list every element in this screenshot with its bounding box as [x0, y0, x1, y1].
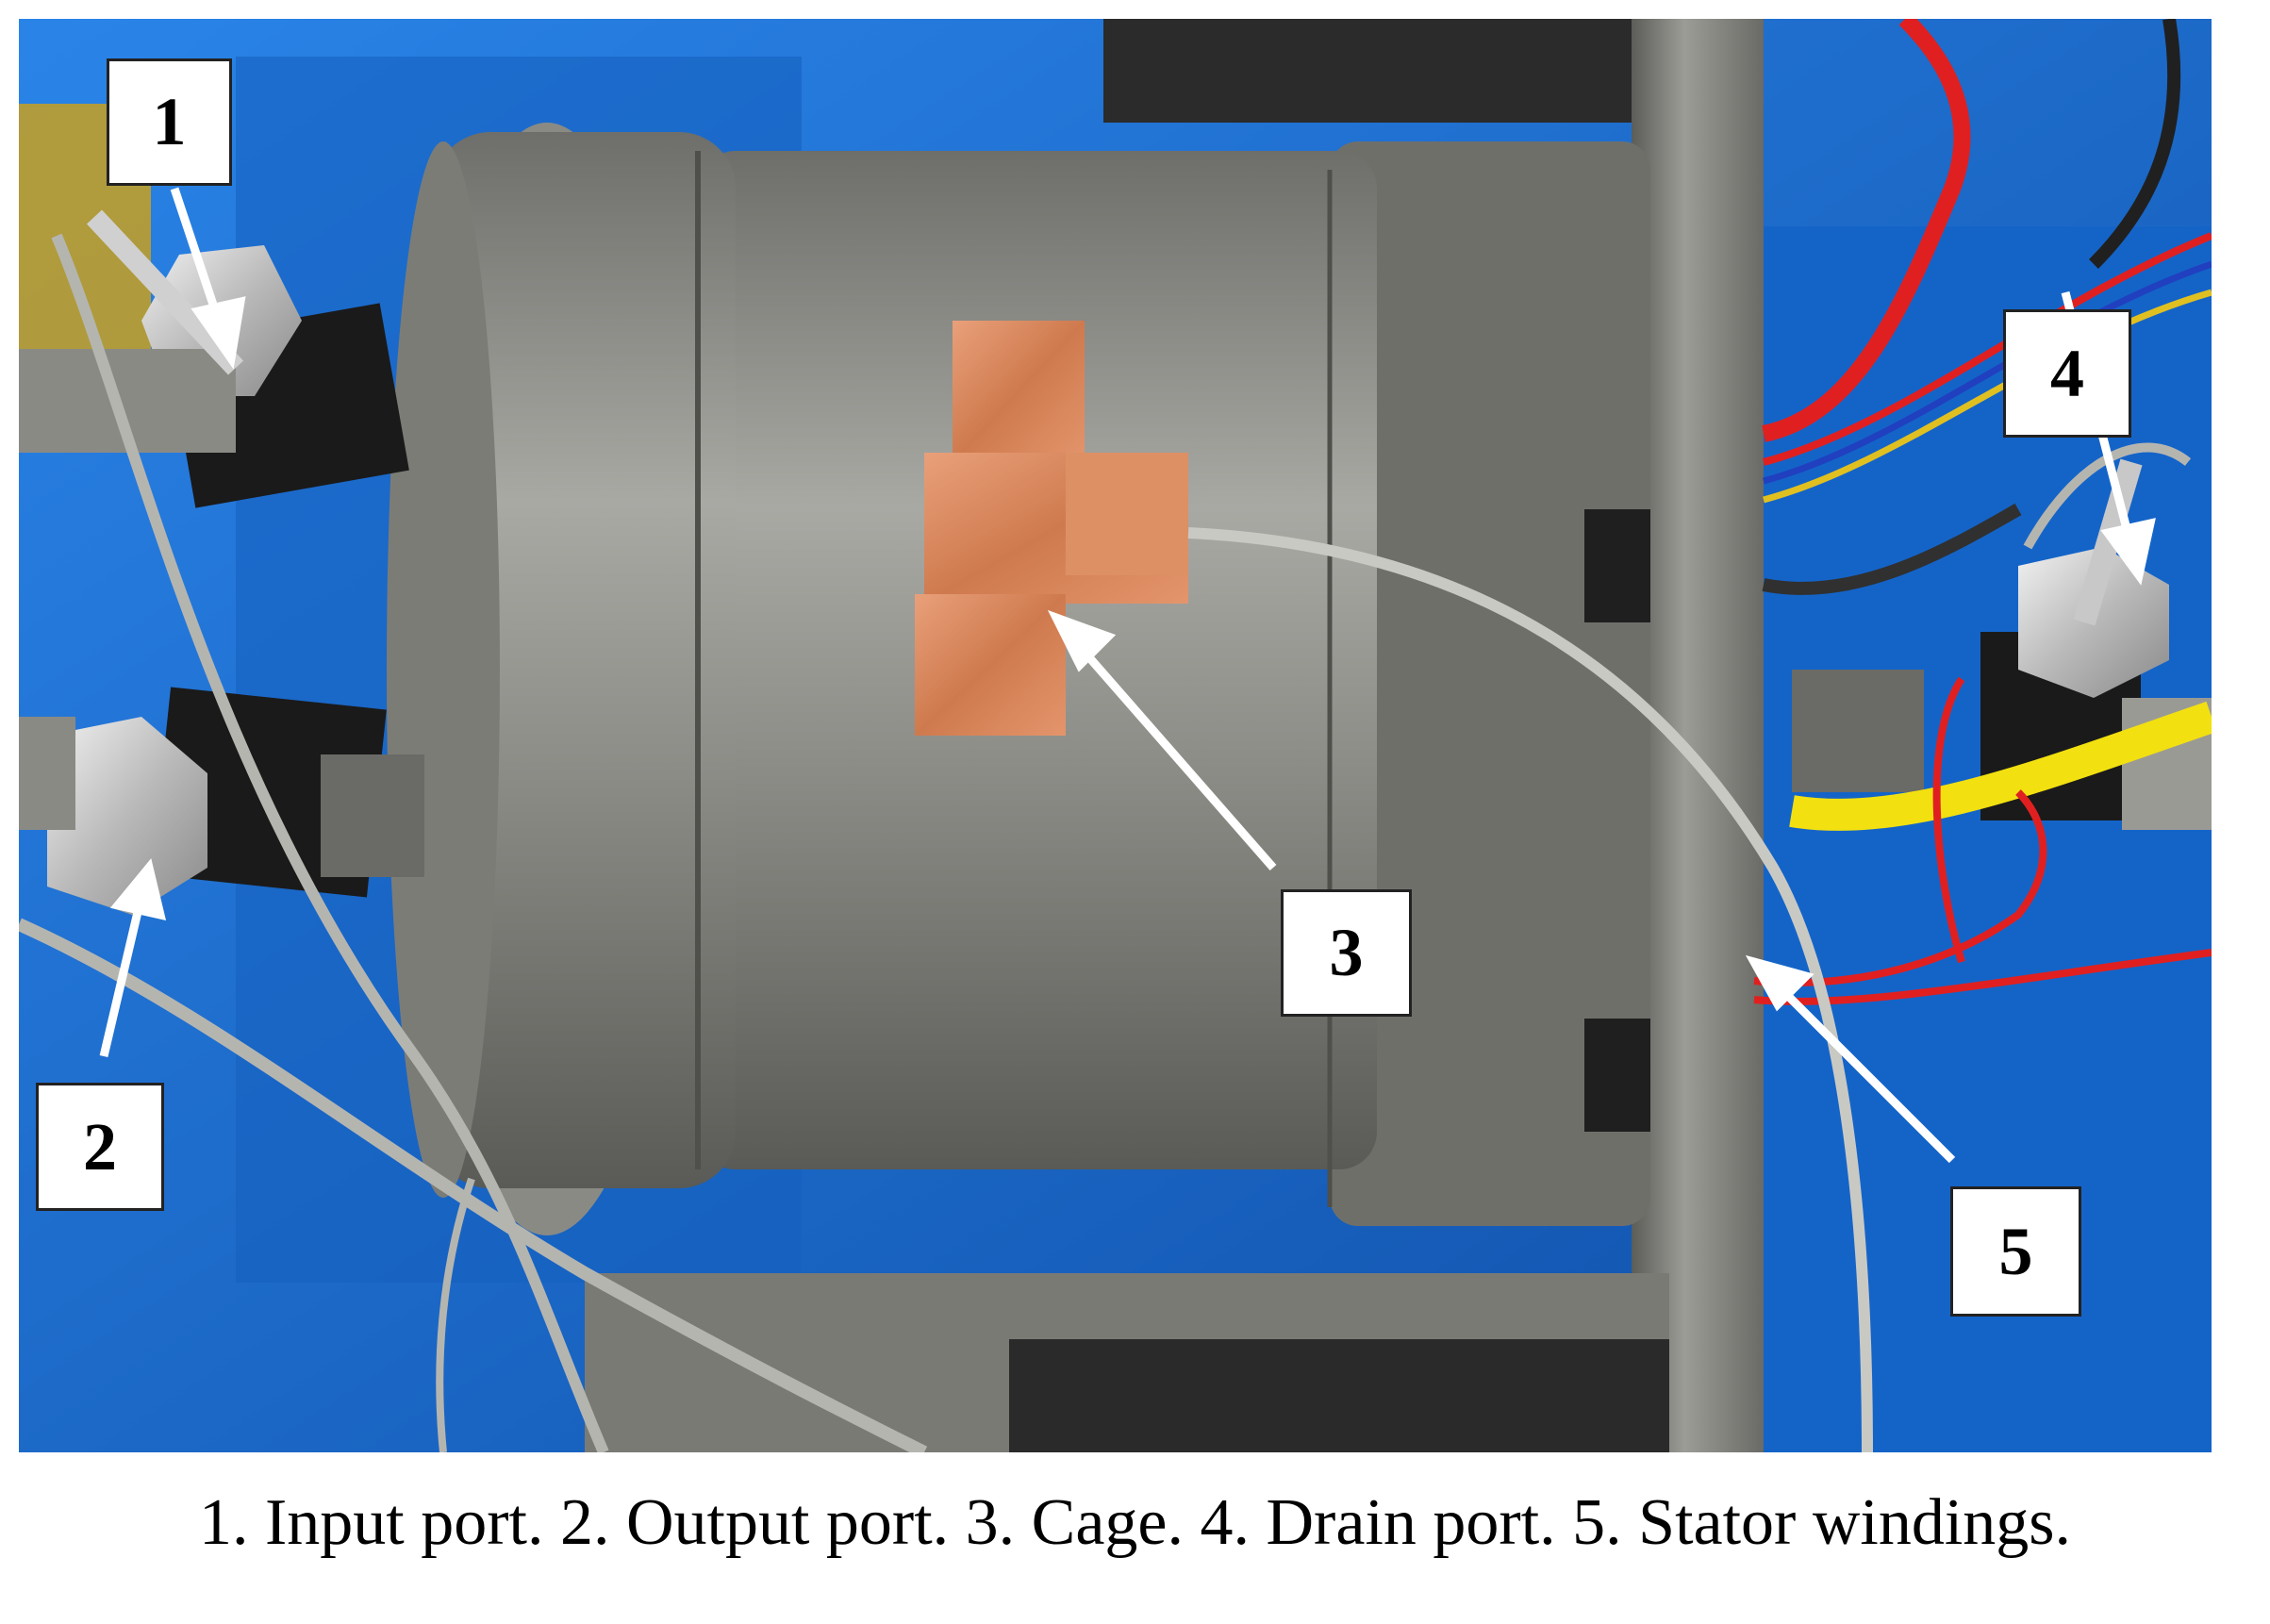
- red-wire-bottom: [1753, 789, 2047, 986]
- photo-illustration: [19, 19, 2212, 1452]
- yellow-hose: [1789, 701, 2212, 831]
- figure-caption: 1. Input port. 2. Output port. 3. Cage. …: [198, 1486, 2072, 1559]
- output-cable: [19, 918, 928, 1452]
- housing-slot-bottom: [1584, 1019, 1650, 1132]
- label-output-port: 2: [36, 1083, 164, 1211]
- copper-tape: [915, 321, 1188, 736]
- flange-body: [434, 132, 736, 1188]
- drain-port-fitting: [1792, 458, 2212, 830]
- label-cage: 3: [1281, 889, 1412, 1017]
- label-stator-windings: 5: [1950, 1186, 2081, 1317]
- photo: [19, 19, 2212, 1452]
- housing-slot-top: [1584, 509, 1650, 622]
- dark-background-strip: [1103, 19, 1707, 123]
- input-cable: [51, 233, 609, 1452]
- flange-face: [387, 141, 500, 1198]
- label-drain-port: 4: [2003, 309, 2131, 438]
- base-slot: [1009, 1339, 1669, 1452]
- label-input-port: 1: [107, 58, 232, 186]
- stator-cable: [1187, 527, 1873, 1452]
- output-port-fitting: [19, 687, 424, 915]
- stand-plate: [1632, 19, 1764, 1452]
- red-wire-top: [1762, 19, 1971, 442]
